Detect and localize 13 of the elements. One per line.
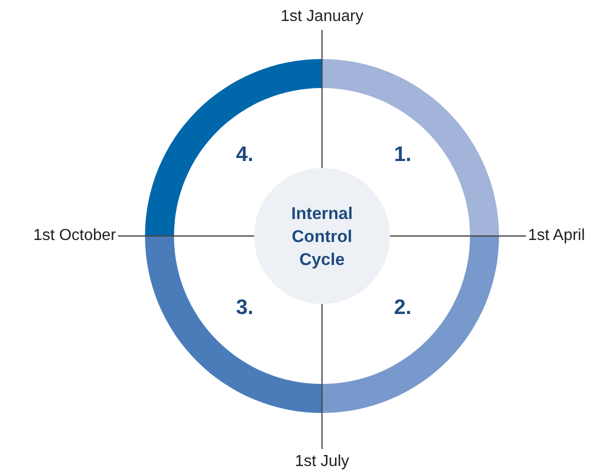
- quarter-number: 2.: [394, 296, 412, 320]
- divider-line: [390, 235, 526, 237]
- cycle-title: Internal Control Cycle: [290, 202, 354, 270]
- divider-line: [321, 30, 323, 168]
- divider-line: [118, 235, 254, 237]
- quarter-number: 3.: [236, 296, 254, 320]
- divider-line: [321, 304, 323, 449]
- date-label: 1st October: [10, 225, 116, 247]
- date-label: 1st April: [528, 225, 604, 247]
- date-label: 1st July: [285, 451, 359, 473]
- quarter-number: 4.: [236, 143, 254, 167]
- date-label: 1st January: [272, 6, 372, 28]
- quarter-number: 1.: [394, 143, 412, 167]
